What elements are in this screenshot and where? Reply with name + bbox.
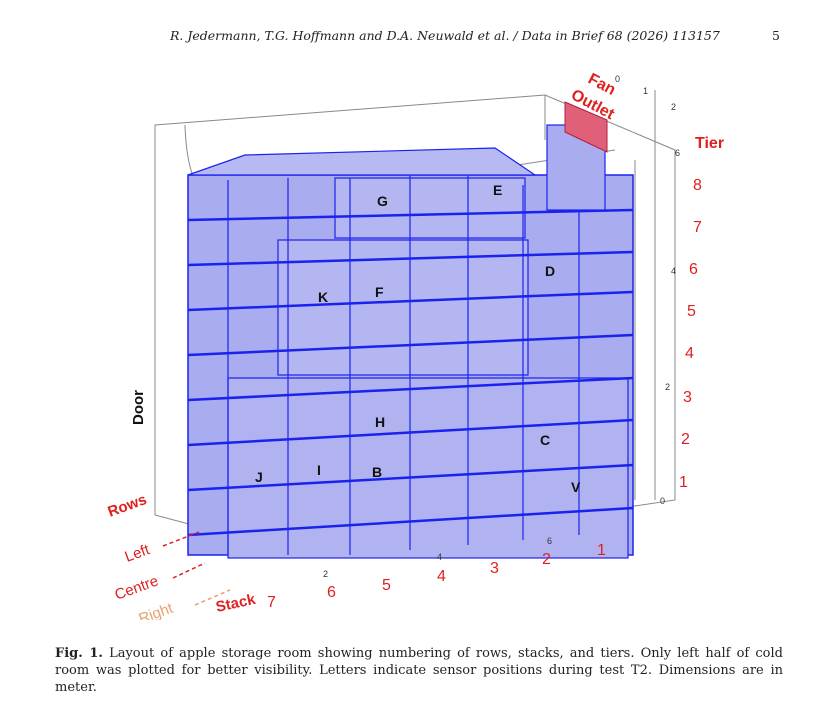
storage-room-figure: G E D K F H C J I B V 2 4 6 0 2 4 6 0 1 …: [106, 71, 725, 620]
running-title: R. Jedermann, T.G. Hoffmann and D.A. Neu…: [170, 28, 720, 43]
door-label: Door: [130, 390, 147, 425]
caption-label: Fig. 1.: [55, 646, 103, 661]
sensor-j: J: [255, 469, 263, 485]
row-arrows: [162, 531, 231, 606]
tier-4: 4: [685, 345, 694, 362]
tier-5: 5: [687, 303, 696, 320]
tier-numbers: 8 7 6 5 4 3 2 1: [679, 177, 702, 491]
stack-3: 3: [490, 560, 499, 577]
stack-5: 5: [382, 577, 391, 594]
sensor-g: G: [377, 193, 388, 209]
stack-6: 6: [327, 584, 336, 601]
centre-label: Centre: [113, 572, 161, 603]
sensor-d: D: [545, 263, 555, 279]
stack-numbers: 7 6 5 4 3 2 1: [267, 542, 606, 611]
tier-3: 3: [683, 389, 692, 406]
right-label: Right: [137, 600, 177, 620]
axis-ticks: 2 4 6 0 2 4 6 0 1 2: [323, 74, 680, 579]
tick-bottom-6: 6: [547, 536, 552, 546]
tick-bottom-4: 4: [437, 552, 442, 562]
tick-right-6: 6: [675, 148, 680, 158]
sensor-i: I: [317, 462, 321, 478]
stack-2: 2: [542, 551, 551, 568]
tier-1: 1: [679, 474, 688, 491]
tier-7: 7: [693, 219, 702, 236]
tick-top-1: 1: [643, 86, 648, 96]
left-label: Left: [123, 541, 153, 566]
tick-right-2: 2: [665, 382, 670, 392]
stack-label: Stack: [214, 591, 257, 616]
sensor-h: H: [375, 414, 385, 430]
figure-caption: Fig. 1. Layout of apple storage room sho…: [55, 645, 783, 696]
sensor-b: B: [372, 464, 382, 480]
stack-1: 1: [597, 542, 606, 559]
tier-2: 2: [681, 431, 690, 448]
tier-6: 6: [689, 261, 698, 278]
sensor-f: F: [375, 284, 384, 300]
sensor-v: V: [571, 479, 581, 495]
stack-4: 4: [437, 568, 446, 585]
tick-right-4: 4: [671, 266, 676, 276]
tick-bottom-2: 2: [323, 569, 328, 579]
sensor-c: C: [540, 432, 550, 448]
rows-label: Rows: [106, 491, 149, 521]
sensor-e: E: [493, 182, 502, 198]
tick-right-0: 0: [660, 496, 665, 506]
tier-8: 8: [693, 177, 702, 194]
caption-text: Layout of apple storage room showing num…: [55, 646, 783, 695]
sensor-labels: G E D K F H C J I B V: [255, 182, 581, 495]
tier-label: Tier: [695, 135, 724, 152]
fan-outlet: [564, 101, 608, 153]
page-number: 5: [772, 28, 780, 43]
stack-7: 7: [267, 594, 276, 611]
tick-top-0: 0: [615, 74, 620, 84]
box-block: [187, 124, 634, 559]
sensor-k: K: [318, 289, 328, 305]
tick-top-2: 2: [671, 102, 676, 112]
